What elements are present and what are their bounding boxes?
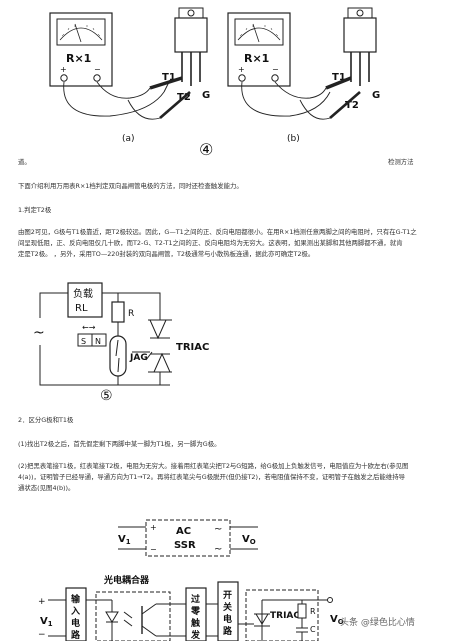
svg-text:+: + <box>60 65 67 74</box>
svg-text:负载: 负载 <box>73 287 93 300</box>
caption-b: (b) <box>287 134 300 144</box>
multimeter-a: R×1 + − <box>49 12 113 87</box>
svg-text:~: ~ <box>214 524 222 535</box>
paragraph-1-line-2: 间呈现低阻，正、反向电阻仅几十欧，而T2-G、T2-T1之间的正、反向电阻均为无… <box>18 239 403 247</box>
svg-text:JAG: JAG <box>129 353 148 363</box>
svg-text:−: − <box>272 65 279 74</box>
svg-text:VO: VO <box>330 614 344 626</box>
svg-text:电: 电 <box>71 617 80 629</box>
ssr-block-diagram: + − AC SSR ~ ~ V1 VO <box>118 519 258 557</box>
svg-text:R: R <box>128 309 134 319</box>
figure-4-number: ④ <box>199 140 213 159</box>
paragraph-3-line-3: 通状态(见图4(b))。 <box>18 484 75 492</box>
source-label: 检测方法 <box>388 158 414 166</box>
watermark: 头条 @绿色比心情 <box>340 618 415 628</box>
svg-text:S: S <box>81 337 86 346</box>
svg-text:N: N <box>95 337 101 346</box>
svg-text:VO: VO <box>242 534 256 546</box>
svg-text:电: 电 <box>223 613 232 625</box>
svg-text:零: 零 <box>190 606 201 617</box>
figure-5-number: ⑤ <box>100 388 113 404</box>
svg-text:AC: AC <box>176 526 191 537</box>
svg-text:~: ~ <box>214 544 222 555</box>
figure-5-triac-circuit: 负载 RL ~ R JAG ←→ S N TRIAC ⑤ <box>33 282 209 404</box>
svg-text:路: 路 <box>223 625 233 637</box>
paragraph-1-line-1: 由图2可见，G极与T1极靠近，距T2极较远。因此，G—T1之间的正、反向电阻都很… <box>18 228 417 236</box>
caption-a: (a) <box>122 134 135 144</box>
section-1-heading: 1.判定T2极 <box>18 206 52 214</box>
svg-text:+: + <box>150 523 157 532</box>
svg-text:V1: V1 <box>40 616 53 628</box>
svg-text:RL: RL <box>75 303 88 314</box>
svg-text:开: 开 <box>223 590 232 601</box>
ac-source-tilde: ~ <box>33 325 45 341</box>
svg-text:过: 过 <box>191 593 200 605</box>
svg-text:发: 发 <box>190 629 201 641</box>
svg-text:T1: T1 <box>162 72 176 83</box>
svg-text:关: 关 <box>223 601 232 613</box>
svg-text:G: G <box>202 90 210 101</box>
intro-paragraph: 下面介绍利用万用表R×1档判定双向晶闸管电极的方法，同时还检查触发能力。 <box>18 182 243 190</box>
svg-text:V1: V1 <box>118 534 131 546</box>
triac-label: TRIAC <box>176 342 209 353</box>
svg-text:输: 输 <box>71 593 81 605</box>
paragraph-2: (1)找出T2极之后，首先假定剩下两脚中某一脚为T1极，另一脚为G极。 <box>18 440 221 448</box>
paragraph-3-line-2: 4(a))，证明管子已经导通，导通方向为T1→T2。再将红表笔尖与G极脱开(但仍… <box>18 473 405 481</box>
meter-b-range: R×1 <box>244 52 269 65</box>
svg-text:−: − <box>150 545 157 554</box>
meter-a-range: R×1 <box>66 52 91 65</box>
trailing-text: 道。 <box>18 158 31 166</box>
svg-text:+: + <box>38 597 46 607</box>
svg-text:T2: T2 <box>345 100 359 111</box>
svg-text:TRIAC: TRIAC <box>270 611 300 621</box>
paragraph-3-line-1: (2)把黑表笔接T1极，红表笔接T2极，电阻为无穷大。接着用红表笔尖把T2与G短… <box>18 462 409 470</box>
svg-text:−: − <box>94 65 101 74</box>
svg-text:−: − <box>38 630 46 640</box>
svg-text:G: G <box>372 90 380 101</box>
figure-4-multimeter-test: R×1 + − T1 T2 G R×1 + − <box>49 7 380 159</box>
optocoupler-title: 光电耦合器 <box>103 574 150 586</box>
svg-text:触: 触 <box>190 617 200 629</box>
optocoupler-block-diagram: 光电耦合器 + − V1 输 入 电 路 过 零 触 发 开 关 电 路 TRI… <box>38 574 344 641</box>
triac-package-a: T1 T2 G <box>162 7 210 103</box>
svg-text:入: 入 <box>70 606 80 617</box>
svg-text:R: R <box>310 607 316 616</box>
section-2-heading: 2．区分G极和T1极 <box>18 416 74 424</box>
svg-text:←→: ←→ <box>82 323 96 332</box>
svg-text:SSR: SSR <box>174 540 196 551</box>
svg-text:+: + <box>238 65 245 74</box>
svg-text:C: C <box>310 625 316 634</box>
svg-text:路: 路 <box>71 629 81 641</box>
triac-package-b: T1 T2 G <box>332 7 380 111</box>
multimeter-b: R×1 + − <box>227 12 291 87</box>
paragraph-1-line-3: 定是T2极。 ，另外，采用TO—220封装的双向晶闸管，T2极通常与小散热板连通… <box>18 250 315 258</box>
svg-text:T1: T1 <box>332 72 346 83</box>
